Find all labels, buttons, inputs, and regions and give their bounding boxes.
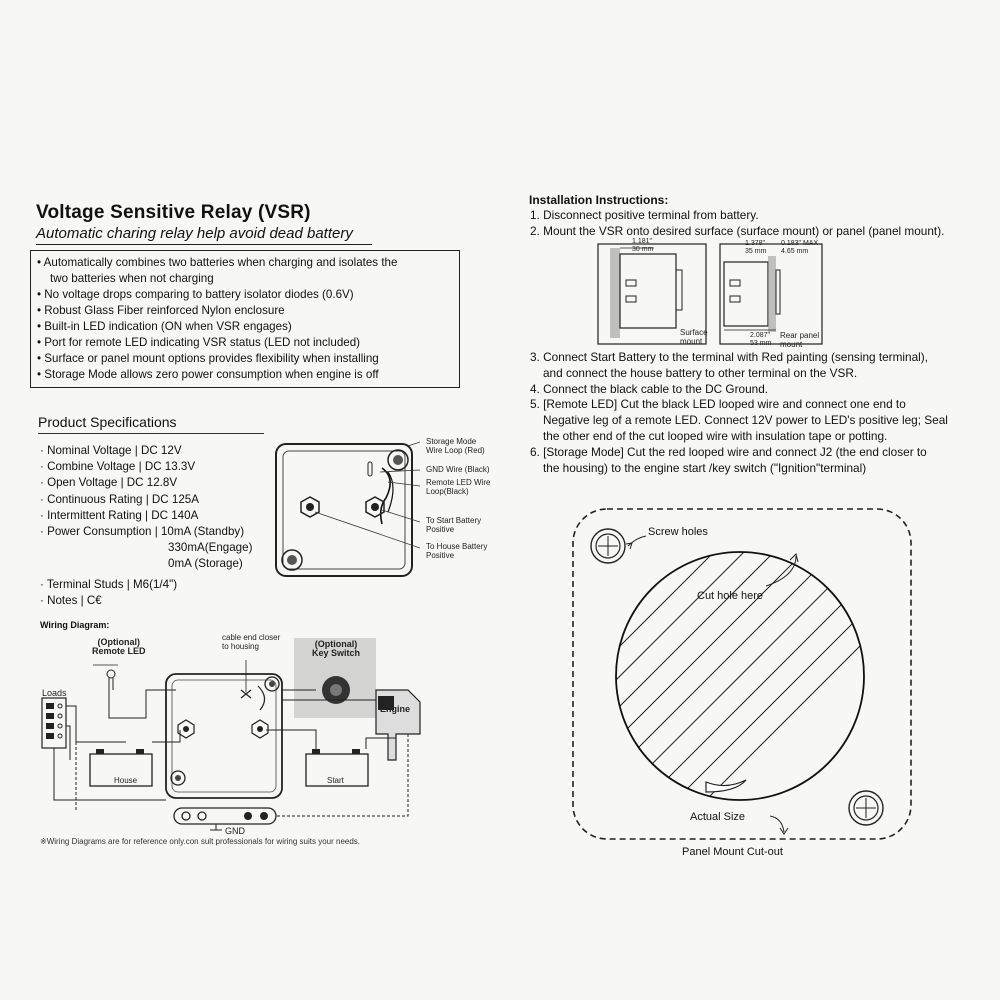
rear-panel-mount-label: Rear panel mount: [780, 331, 820, 349]
actual-size-label: Actual Size: [690, 811, 746, 823]
panel-dimension-height: 2.087" 53 mm: [750, 332, 772, 347]
feature-item: • Automatically combines two batteries w…: [37, 256, 398, 269]
start-battery-label: Start: [327, 776, 344, 785]
spec-row: · Terminal Studs | M6(1/4"): [40, 577, 178, 591]
callout-gnd-wire: GND Wire (Black): [426, 465, 490, 474]
surface-dimension: 1.181" 30 mm: [632, 238, 654, 253]
feature-item: • Surface or panel mount options provide…: [37, 352, 379, 365]
callout-storage-mode: Storage Mode Wire Loop (Red): [426, 437, 485, 455]
wiring-diagram: [41, 638, 421, 831]
callout-remote-led: Remote LED Wire Loop(Black): [426, 478, 491, 496]
loads-label: Loads: [42, 688, 67, 698]
title-divider: [36, 244, 372, 245]
specs-list: · Nominal Voltage | DC 12V · Combine Vol…: [40, 443, 252, 609]
feature-item: • Robust Glass Fiber reinforced Nylon en…: [37, 304, 285, 317]
panel-dimension-width: 1.378" 35 mm: [745, 240, 767, 255]
installation-steps-1-2: 1. Disconnect positive terminal from bat…: [530, 208, 944, 240]
spec-row: · Open Voltage | DC 12.8V: [40, 476, 178, 490]
install-step: and connect the house battery to other t…: [543, 365, 858, 380]
feature-item: • Port for remote LED indicating VSR sta…: [37, 336, 361, 349]
panel-cutout-template: [572, 508, 912, 840]
spec-row: · Power Consumption | 10mA (Standby): [40, 525, 245, 539]
install-step: the other end of the cut looped wire wit…: [543, 428, 888, 443]
installation-steps-3-6: 3. Connect Start Battery to the terminal…: [530, 350, 948, 476]
install-step: 5. [Remote LED] Cut the black LED looped…: [530, 397, 906, 412]
specs-divider: [38, 433, 264, 434]
wiring-footnote: ※Wiring Diagrams are for reference only.…: [40, 837, 361, 846]
relay-top-view-drawing: [275, 441, 420, 577]
engine-label: Engine: [380, 704, 411, 714]
optional-remote-led-label: (Optional) Remote LED: [92, 637, 146, 656]
callout-house-battery: To House Battery Positive: [426, 542, 488, 560]
spec-row-continued: 330mA(Engage): [168, 541, 253, 555]
feature-item: • Built-in LED indication (ON when VSR e…: [37, 320, 292, 333]
spec-row: · Continuous Rating | DC 125A: [40, 492, 199, 506]
page-subtitle: Automatic charing relay help avoid dead …: [36, 225, 353, 242]
spec-row: · Notes | C€: [40, 593, 102, 607]
feature-item: two batteries when not charging: [50, 272, 214, 285]
spec-row: · Nominal Voltage | DC 12V: [40, 444, 182, 457]
cut-hole-label: Cut hole here: [697, 590, 764, 602]
screw-holes-label: Screw holes: [648, 526, 708, 538]
callout-start-battery: To Start Battery Positive: [426, 516, 482, 534]
spec-row: · Intermittent Rating | DC 140A: [40, 508, 199, 522]
installation-heading: Installation Instructions:: [529, 193, 669, 207]
cutout-caption: Panel Mount Cut-out: [682, 846, 783, 858]
spec-row-continued: 0mA (Storage): [168, 557, 243, 571]
specs-heading: Product Specifications: [38, 414, 177, 430]
install-step: 1. Disconnect positive terminal from bat…: [530, 208, 759, 222]
install-step: 2. Mount the VSR onto desired surface (s…: [530, 223, 945, 238]
mount-drawings: [597, 243, 823, 345]
house-battery-label: House: [114, 776, 138, 785]
feature-item: • No voltage drops comparing to battery …: [37, 288, 354, 301]
install-step: Negative leg of a remote LED. Connect 12…: [543, 413, 948, 428]
feature-item: • Storage Mode allows zero power consump…: [37, 368, 379, 381]
spec-row: · Combine Voltage | DC 13.3V: [40, 460, 196, 474]
gnd-label: GND: [225, 826, 245, 836]
install-step: 3. Connect Start Battery to the terminal…: [530, 350, 929, 364]
install-step: 6. [Storage Mode] Cut the red looped wir…: [530, 444, 927, 459]
install-step: the housing) to the engine start /key sw…: [543, 460, 867, 475]
install-step: 4. Connect the black cable to the DC Gro…: [530, 381, 769, 396]
optional-key-switch-label: (Optional) Key Switch: [312, 639, 361, 658]
wiring-diagram-heading: Wiring Diagram:: [40, 620, 110, 630]
surface-mount-label: Surface mount: [680, 328, 708, 346]
cable-end-label: cable end closer to housing: [222, 633, 281, 651]
page-title: Voltage Sensitive Relay (VSR): [36, 202, 311, 223]
panel-dimension-thickness: 0.183" MAX 4.65 mm: [781, 240, 819, 255]
feature-list: • Automatically combines two batteries w…: [30, 250, 460, 388]
